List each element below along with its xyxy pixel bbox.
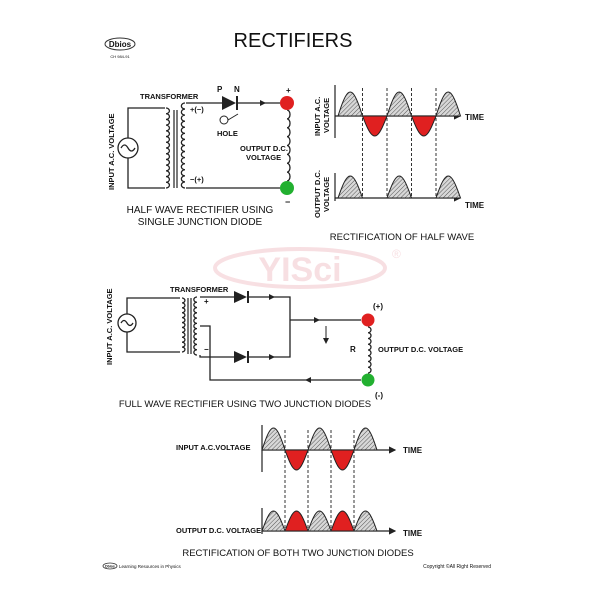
fw-output-pulse: [261, 510, 286, 532]
footer-left-text: Learning Resources in Physics: [119, 564, 182, 569]
hw-output-pulse: [337, 175, 364, 199]
hw-caption: RECTIFICATION OF HALF WAVE: [330, 232, 474, 243]
full-wave-circuit: TRANSFORMER INPUT A.C. VOLTAGE + − (+) (…: [105, 285, 463, 410]
hw-input-negative-half: [361, 115, 388, 137]
diode-2-icon: [234, 351, 247, 363]
plus-sign: +: [286, 86, 291, 95]
watermark-registered: ®: [392, 247, 401, 261]
hw-input-positive-half: [386, 91, 413, 117]
full-wave-graph: INPUT A.C.VOLTAGE OUTPUT D.C. VOLTAGE TI…: [176, 425, 423, 559]
r-label: R: [350, 345, 356, 354]
fw-time-label-input: TIME: [403, 446, 423, 455]
fw-input-label: INPUT A.C. VOLTAGE: [105, 288, 114, 365]
half-wave-circuit: TRANSFORMER INPUT A.C. VOLTAGE P N HOLE …: [107, 85, 294, 228]
fw-output-minus: (-): [375, 391, 383, 400]
negative-terminal: [280, 181, 294, 195]
logo: Dbios CH 984-91: [104, 37, 136, 59]
footer-copyright: Copyright ©All Right Reserved: [423, 563, 491, 570]
fw-graph-caption: RECTIFICATION OF BOTH TWO JUNCTION DIODE…: [182, 548, 413, 559]
fw-time-label-output: TIME: [403, 529, 423, 538]
logo-code: CH 984-91: [110, 54, 130, 59]
fw-input-negative-half: [330, 449, 355, 471]
fw-transformer-primary: [181, 297, 186, 353]
hw-output-pulse: [386, 175, 413, 199]
hole-label: HOLE: [217, 129, 238, 138]
hw-input-positive-half: [435, 91, 462, 117]
hw-output-label-1: OUTPUT D.C.: [313, 170, 322, 218]
hw-input-positive-half: [337, 91, 364, 117]
fw-output-pulse: [284, 510, 309, 532]
transformer-primary: [165, 107, 170, 189]
watermark: YISci ®: [213, 247, 401, 289]
hw-input-label-1: INPUT A.C.: [313, 97, 322, 136]
p-label: P: [217, 85, 223, 94]
n-label: N: [234, 85, 240, 94]
page-title: RECTIFIERS: [234, 30, 353, 52]
fw-output-pulse: [307, 510, 332, 532]
fw-transformer-label: TRANSFORMER: [170, 285, 229, 294]
fw-resistor-icon: [367, 326, 372, 374]
fw-minus-terminal: −: [204, 345, 209, 354]
fw-output-label: OUTPUT D.C. VOLTAGE: [378, 345, 463, 354]
positive-terminal: [280, 96, 294, 110]
hw-input-negative-half: [410, 115, 437, 137]
hole-icon: [219, 115, 229, 125]
fw-output-plus: (+): [373, 302, 383, 311]
top-terminal: +(−): [190, 105, 204, 114]
minus-sign: −: [285, 197, 290, 207]
bottom-terminal: −(+): [190, 175, 204, 184]
input-label: INPUT A.C. VOLTAGE: [107, 113, 116, 190]
diode-1-icon: [234, 291, 247, 303]
output-label-1: OUTPUT D.C.: [240, 144, 288, 153]
caption-2: SINGLE JUNCTION DIODE: [138, 217, 263, 228]
footer-logo: Dbios: [105, 565, 115, 569]
hw-input-label-2: VOLTAGE: [322, 98, 331, 133]
fw-negative-terminal: [361, 373, 375, 387]
diode-icon: [222, 96, 236, 110]
logo-text: Dbios: [109, 40, 132, 49]
fw-graph-output-label: OUTPUT D.C. VOLTAGE: [176, 526, 261, 535]
watermark-text: YISci: [258, 251, 341, 289]
fw-positive-terminal: [361, 313, 375, 327]
hw-output-label-2: VOLTAGE: [322, 177, 331, 212]
hw-time-label-input: TIME: [465, 113, 485, 122]
transformer-secondary: [180, 102, 186, 189]
fw-caption: FULL WAVE RECTIFIER USING TWO JUNCTION D…: [119, 399, 371, 410]
fw-transformer-secondary: [193, 296, 198, 356]
caption-1: HALF WAVE RECTIFIER USING: [127, 205, 274, 216]
resistor-icon: [286, 109, 291, 182]
fw-input-negative-half: [284, 449, 309, 471]
fw-input-positive-half: [307, 427, 332, 451]
hw-output-pulse: [435, 175, 462, 199]
fw-input-positive-half: [261, 427, 286, 451]
fw-input-positive-half: [353, 427, 378, 451]
fw-graph-input-label: INPUT A.C.VOLTAGE: [176, 443, 250, 452]
fw-output-pulse: [353, 510, 378, 532]
footer: Dbios Learning Resources in Physics Copy…: [102, 562, 491, 570]
output-label-2: VOLTAGE: [246, 153, 281, 162]
hw-time-label-output: TIME: [465, 201, 485, 210]
transformer-label: TRANSFORMER: [140, 92, 199, 101]
fw-output-pulse: [330, 510, 355, 532]
fw-plus-terminal: +: [204, 297, 209, 306]
half-wave-graph: INPUT A.C. VOLTAGE OUTPUT D.C. VOLTAGE T…: [313, 85, 485, 243]
